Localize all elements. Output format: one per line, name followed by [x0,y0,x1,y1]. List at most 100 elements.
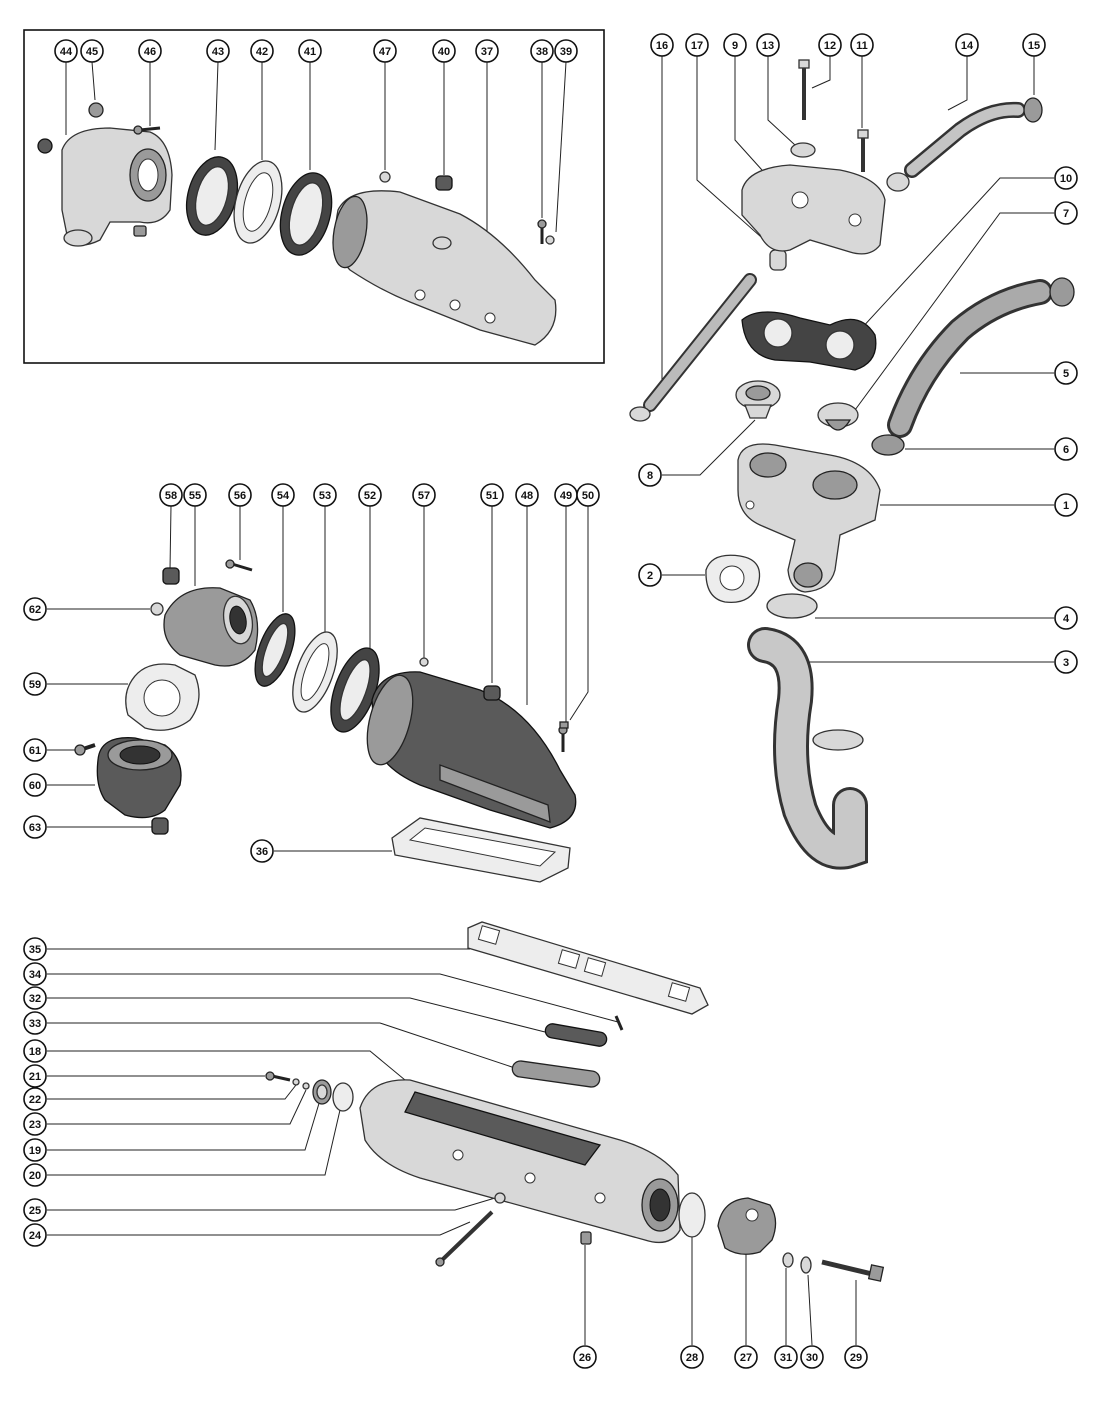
callout-circle [373,39,397,63]
thermostat-housing-9 [741,164,886,255]
callout-17: 17 [685,33,709,57]
callout-number: 8 [647,470,653,482]
callout-2: 2 [638,563,662,587]
gasket-35 [467,921,709,1015]
callout-62: 62 [23,597,47,621]
gasket-41 [279,172,333,256]
stud-24 [435,1210,494,1267]
callout-circle [23,773,47,797]
screw-46 [133,125,161,135]
callout-circle [1054,166,1078,190]
callout-circle [23,1087,47,1111]
plug-19 [312,1079,332,1105]
callout-number: 62 [29,604,41,616]
callout-29: 29 [844,1345,868,1369]
callout-circle [159,483,183,507]
callout-38: 38 [530,39,554,63]
screw-49 [558,725,568,752]
callout-circle [206,39,230,63]
callout-number: 9 [732,40,738,52]
callout-number: 3 [1063,657,1069,669]
callout-circle [23,1163,47,1187]
callout-number: 33 [29,1018,41,1030]
callout-56: 56 [228,483,252,507]
callout-circle [432,39,456,63]
callout-number: 22 [29,1094,41,1106]
screw-38 [537,219,547,244]
callout-49: 49 [554,483,578,507]
exhaust-elbow-48 [366,671,577,829]
plug-47 [379,171,391,183]
gasket-54 [254,613,296,687]
callout-number: 41 [304,46,316,58]
callout-circle [23,1198,47,1222]
gasket-43 [185,156,239,236]
callout-number: 44 [60,46,73,58]
callout-circle [480,483,504,507]
callout-circle [23,815,47,839]
callout-57: 57 [412,483,436,507]
callout-35: 35 [23,937,47,961]
callout-51: 51 [480,483,504,507]
callout-40: 40 [432,39,456,63]
core-32 [544,1023,608,1047]
callout-5: 5 [1054,361,1078,385]
callout-circle [530,39,554,63]
elbow-part-44 [61,127,173,247]
callout-circle [1054,437,1078,461]
plug-51 [483,685,501,701]
callout-19: 19 [23,1138,47,1162]
callout-circle [412,483,436,507]
callout-15: 15 [1022,33,1046,57]
clamp-16 [629,406,651,422]
gasket-36 [391,817,571,883]
callout-number: 6 [1063,444,1069,456]
callout-54: 54 [271,483,295,507]
washer-39 [545,235,555,245]
thermostat-group [629,59,1075,870]
callout-33: 33 [23,1011,47,1035]
callout-circle [23,597,47,621]
callout-circle [515,483,539,507]
callout-43: 43 [206,39,230,63]
washer-30 [800,1256,812,1274]
callout-number: 51 [486,490,498,502]
callout-number: 7 [1063,208,1069,220]
callout-number: 1 [1063,500,1069,512]
callout-number: 36 [256,846,268,858]
callout-circle [23,1064,47,1088]
callout-59: 59 [23,672,47,696]
callout-number: 37 [481,46,493,58]
callout-14: 14 [955,33,979,57]
callout-circle [23,1011,47,1035]
callout-circle [650,33,674,57]
callout-circle [23,738,47,762]
callout-circle [250,39,274,63]
clamp-6 [871,434,905,456]
washer-13 [790,142,816,158]
callout-7: 7 [1054,201,1078,225]
plug-40 [435,175,453,191]
washer-31 [782,1252,794,1268]
callout-circle [1054,606,1078,630]
callout-number: 10 [1060,173,1072,185]
callout-number: 20 [29,1170,41,1182]
callout-25: 25 [23,1198,47,1222]
nut-45 [88,102,104,118]
callout-circle [250,839,274,863]
callout-number: 56 [234,490,246,502]
callout-number: 59 [29,679,41,691]
callout-18: 18 [23,1039,47,1063]
callout-number: 50 [582,490,594,502]
callout-circle [955,33,979,57]
callout-circle [818,33,842,57]
callout-63: 63 [23,815,47,839]
callout-circle [298,39,322,63]
exhaust-elbow-37 [332,190,557,346]
callout-number: 19 [29,1145,41,1157]
callout-36: 36 [250,839,274,863]
callout-number: 4 [1063,613,1070,625]
callout-number: 17 [691,40,703,52]
